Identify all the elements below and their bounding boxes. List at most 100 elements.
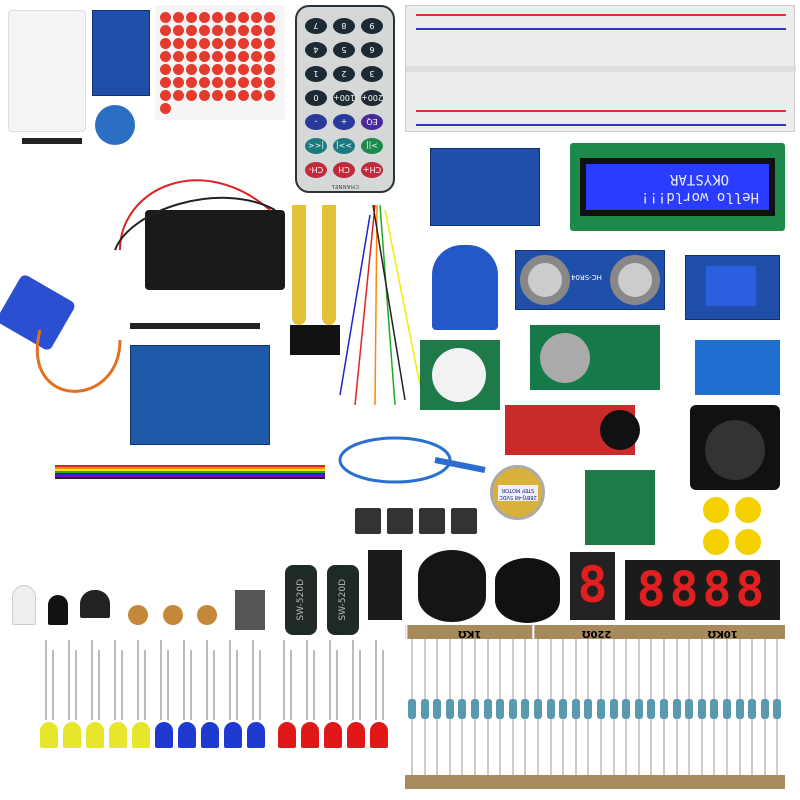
matrix-led <box>173 51 184 62</box>
matrix-led <box>160 64 171 75</box>
remote-key: 3 <box>361 66 383 82</box>
led-leg <box>329 640 331 720</box>
active-buzzer <box>418 550 486 622</box>
matrix-led <box>199 64 210 75</box>
remote-key: >|| <box>361 138 383 154</box>
remote-key: 7 <box>305 18 327 34</box>
matrix-led <box>199 38 210 49</box>
matrix-led <box>225 90 236 101</box>
remote-key: CH- <box>305 162 327 178</box>
matrix-led <box>199 51 210 62</box>
resistor <box>571 639 580 779</box>
matrix-led <box>160 12 171 23</box>
led-leg <box>91 640 93 720</box>
matrix-led <box>238 25 249 36</box>
resistor <box>420 639 429 779</box>
matrix-led <box>186 38 197 49</box>
led-leg <box>283 640 285 720</box>
header-strip <box>130 323 260 329</box>
matrix-led <box>225 38 236 49</box>
remote-key: CH <box>333 162 355 178</box>
matrix-led <box>212 64 223 75</box>
battery-holder <box>145 210 285 290</box>
ir-receiver <box>80 590 110 618</box>
matrix-led <box>264 25 275 36</box>
matrix-led <box>225 25 236 36</box>
remote-key: CH+ <box>361 162 383 178</box>
ic-chip <box>368 550 402 620</box>
resistor <box>597 639 605 779</box>
matrix-led <box>212 51 223 62</box>
resistor <box>433 639 442 779</box>
soil-moisture-sensor <box>292 205 306 325</box>
resistor <box>445 639 454 779</box>
led-leg <box>98 650 100 720</box>
matrix-led <box>238 90 249 101</box>
matrix-led <box>173 38 184 49</box>
matrix-led <box>251 38 262 49</box>
matrix-led <box>212 25 223 36</box>
matrix-led <box>212 12 223 23</box>
led-leg <box>121 650 123 720</box>
seven-segment-single: 8 <box>570 552 615 620</box>
matrix-led <box>251 51 262 62</box>
matrix-led <box>160 90 171 101</box>
rfid-module <box>92 10 150 96</box>
matrix-led <box>264 77 275 88</box>
potentiometer <box>432 245 498 330</box>
resistor <box>408 639 416 779</box>
joystick-caps <box>703 497 763 557</box>
led-leg <box>352 640 354 720</box>
resistor <box>521 639 530 779</box>
led-leg <box>137 640 139 720</box>
matrix-led <box>160 25 171 36</box>
led-leg <box>160 640 162 720</box>
matrix-led <box>199 77 210 88</box>
led-leg <box>313 650 315 720</box>
remote-key: >>| <box>333 138 355 154</box>
led <box>278 722 296 748</box>
tilt-switch-label: SW-520D <box>296 579 306 621</box>
led <box>178 722 196 748</box>
joystick-module <box>690 405 780 490</box>
led-leg <box>213 650 215 720</box>
ultrasonic-label: HC-SR04 <box>571 273 602 281</box>
matrix-led <box>251 64 262 75</box>
matrix-led <box>238 77 249 88</box>
led <box>63 722 81 748</box>
lcd-module: Hello world!!! OKYSTAR <box>570 143 785 231</box>
resistor-label-10k: 10KΩ <box>707 628 738 639</box>
resistor <box>672 639 681 779</box>
remote-key: 9 <box>361 18 383 34</box>
matrix-led <box>160 51 171 62</box>
photoresistor <box>128 605 148 625</box>
remote-key: 2 <box>333 66 355 82</box>
resistor-label-1k: 1KΩ <box>405 625 533 639</box>
resistor <box>710 639 719 779</box>
resistor <box>609 639 618 779</box>
matrix-led <box>238 51 249 62</box>
relay-module <box>685 255 780 320</box>
led-leg <box>183 640 185 720</box>
resistor-label-220: 220Ω <box>532 625 660 639</box>
remote-key: EQ <box>361 114 383 130</box>
photoresistor <box>197 605 217 625</box>
matrix-led <box>199 12 210 23</box>
led <box>247 722 265 748</box>
matrix-led <box>264 64 275 75</box>
led <box>370 722 388 748</box>
arduino-uno-board <box>130 345 270 445</box>
led-leg <box>45 640 47 720</box>
led-leg <box>75 650 77 720</box>
matrix-led <box>160 38 171 49</box>
remote-key: + <box>333 114 355 130</box>
lcd-line-2: OKYSTAR <box>669 171 729 187</box>
led-leg <box>68 640 70 720</box>
led <box>109 722 127 748</box>
jumper-wires <box>339 205 421 405</box>
resistor <box>534 639 542 779</box>
matrix-led <box>186 51 197 62</box>
remote-key: 6 <box>361 42 383 58</box>
ultrasonic-sensor: HC-SR04 <box>515 250 665 310</box>
tilt-switch: SW-520D <box>285 565 317 635</box>
